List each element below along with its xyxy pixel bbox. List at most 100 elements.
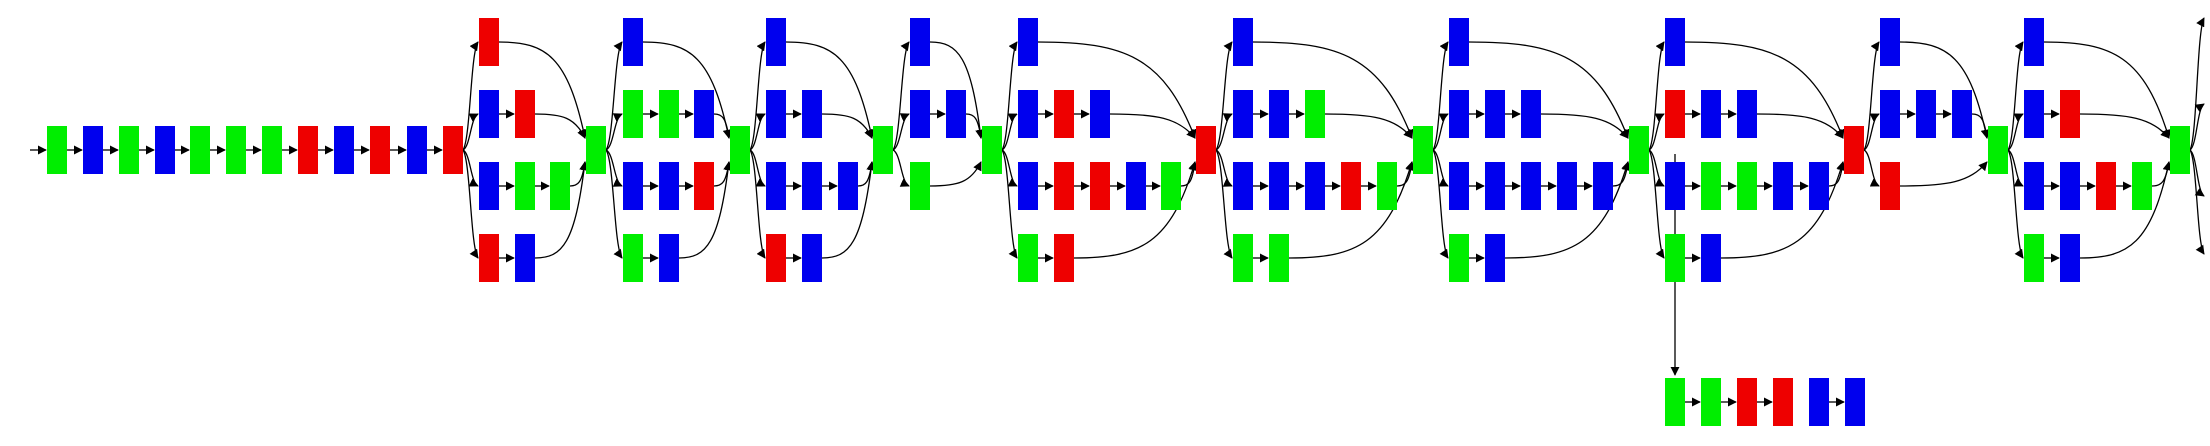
blue-block-node-90 [1809,162,1829,210]
blue-block-node-41 [910,18,930,66]
blue-block-node-70 [1449,18,1469,66]
edge-curve [821,161,876,259]
green-block-node-69 [1413,126,1433,174]
red-block-node-51 [1054,162,1074,210]
green-block-node-110 [1665,378,1685,426]
blue-block-node-9 [334,126,354,174]
edge-fan [2189,149,2205,255]
edge-curve [1756,113,1844,139]
blue-block-node-75 [1485,162,1505,210]
blue-block-node-62 [1233,162,1253,210]
green-block-node-31 [730,126,750,174]
blue-block-node-84 [1701,90,1721,138]
edge-fan [605,41,623,151]
green-block-node-66 [1377,162,1397,210]
blue-block-node-20 [515,234,535,282]
blue-block-node-100 [2024,18,2044,66]
edge-fan [2007,149,2024,259]
green-block-node-40 [873,126,893,174]
blue-block-node-36 [802,162,822,210]
blue-block-node-26 [623,162,643,210]
red-block-node-113 [1773,378,1793,426]
edge-curve [1899,41,1990,139]
blue-block-node-35 [766,162,786,210]
blue-block-node-33 [766,90,786,138]
edge-curve [1540,113,1629,139]
blue-block-node-53 [1126,162,1146,210]
blue-block-node-4 [155,126,175,174]
edge-curve [1037,41,1197,139]
green-block-node-67 [1233,234,1253,282]
green-block-node-17 [515,162,535,210]
blue-block-node-114 [1809,378,1829,426]
blue-block-node-43 [946,90,966,138]
red-block-node-102 [2060,90,2080,138]
green-block-node-68 [1269,234,1289,282]
blue-block-node-58 [1233,18,1253,66]
edge-curve [965,113,985,139]
edge-curve [1109,113,1196,139]
blue-block-node-60 [1269,90,1289,138]
blue-block-node-78 [1593,162,1613,210]
green-block-node-29 [623,234,643,282]
edge-fan [749,149,766,187]
red-block-node-105 [2096,162,2116,210]
blue-block-node-30 [659,234,679,282]
edge-curve [1504,161,1630,259]
edge-fan [892,149,910,187]
edge-fan [2189,103,2205,151]
edge-fan [1001,149,1018,259]
green-block-node-55 [1018,234,1038,282]
blue-block-node-101 [2024,90,2044,138]
edge-fan [1215,41,1233,151]
blue-block-node-104 [2060,162,2080,210]
edge-curve [1468,41,1630,139]
blue-block-node-42 [910,90,930,138]
edge-fan [1432,41,1449,151]
blue-block-node-50 [1018,162,1038,210]
edge-fan [605,113,623,151]
blue-block-node-11 [407,126,427,174]
edge-curve [642,41,732,139]
edge-fan [892,113,910,151]
red-block-node-10 [370,126,390,174]
blue-block-node-76 [1521,162,1541,210]
green-block-node-54 [1161,162,1181,210]
edge-curve [534,113,586,139]
blue-block-node-96 [1916,90,1936,138]
red-block-node-12 [443,126,463,174]
red-block-node-56 [1054,234,1074,282]
edges-layer [30,17,2205,407]
edge-fan [1001,149,1018,187]
red-block-node-65 [1341,162,1361,210]
edge-fan [2007,149,2024,187]
green-block-node-44 [910,162,930,210]
green-block-node-111 [1701,378,1721,426]
red-block-node-8 [298,126,318,174]
green-block-node-1 [47,126,67,174]
green-block-node-45 [982,126,1002,174]
edge-fan [1432,149,1449,187]
edge-fan [2189,17,2205,151]
red-block-node-28 [694,162,714,210]
green-block-node-79 [1449,234,1469,282]
blue-block-node-92 [1701,234,1721,282]
edge-curve [929,161,982,187]
edge-fan [2007,41,2024,151]
edge-curve [821,113,873,139]
blue-block-node-77 [1557,162,1577,210]
edge-curve [713,113,733,139]
green-block-node-24 [659,90,679,138]
green-block-node-23 [623,90,643,138]
edge-curve [1252,41,1414,139]
edge-curve [929,41,985,139]
blue-block-node-80 [1485,234,1505,282]
green-block-node-61 [1305,90,1325,138]
blue-block-node-97 [1952,90,1972,138]
edge-fan [1215,113,1233,151]
blue-block-node-49 [1090,90,1110,138]
blue-block-node-103 [2024,162,2044,210]
edge-fan [605,149,623,259]
green-block-node-91 [1665,234,1685,282]
blue-block-node-22 [623,18,643,66]
